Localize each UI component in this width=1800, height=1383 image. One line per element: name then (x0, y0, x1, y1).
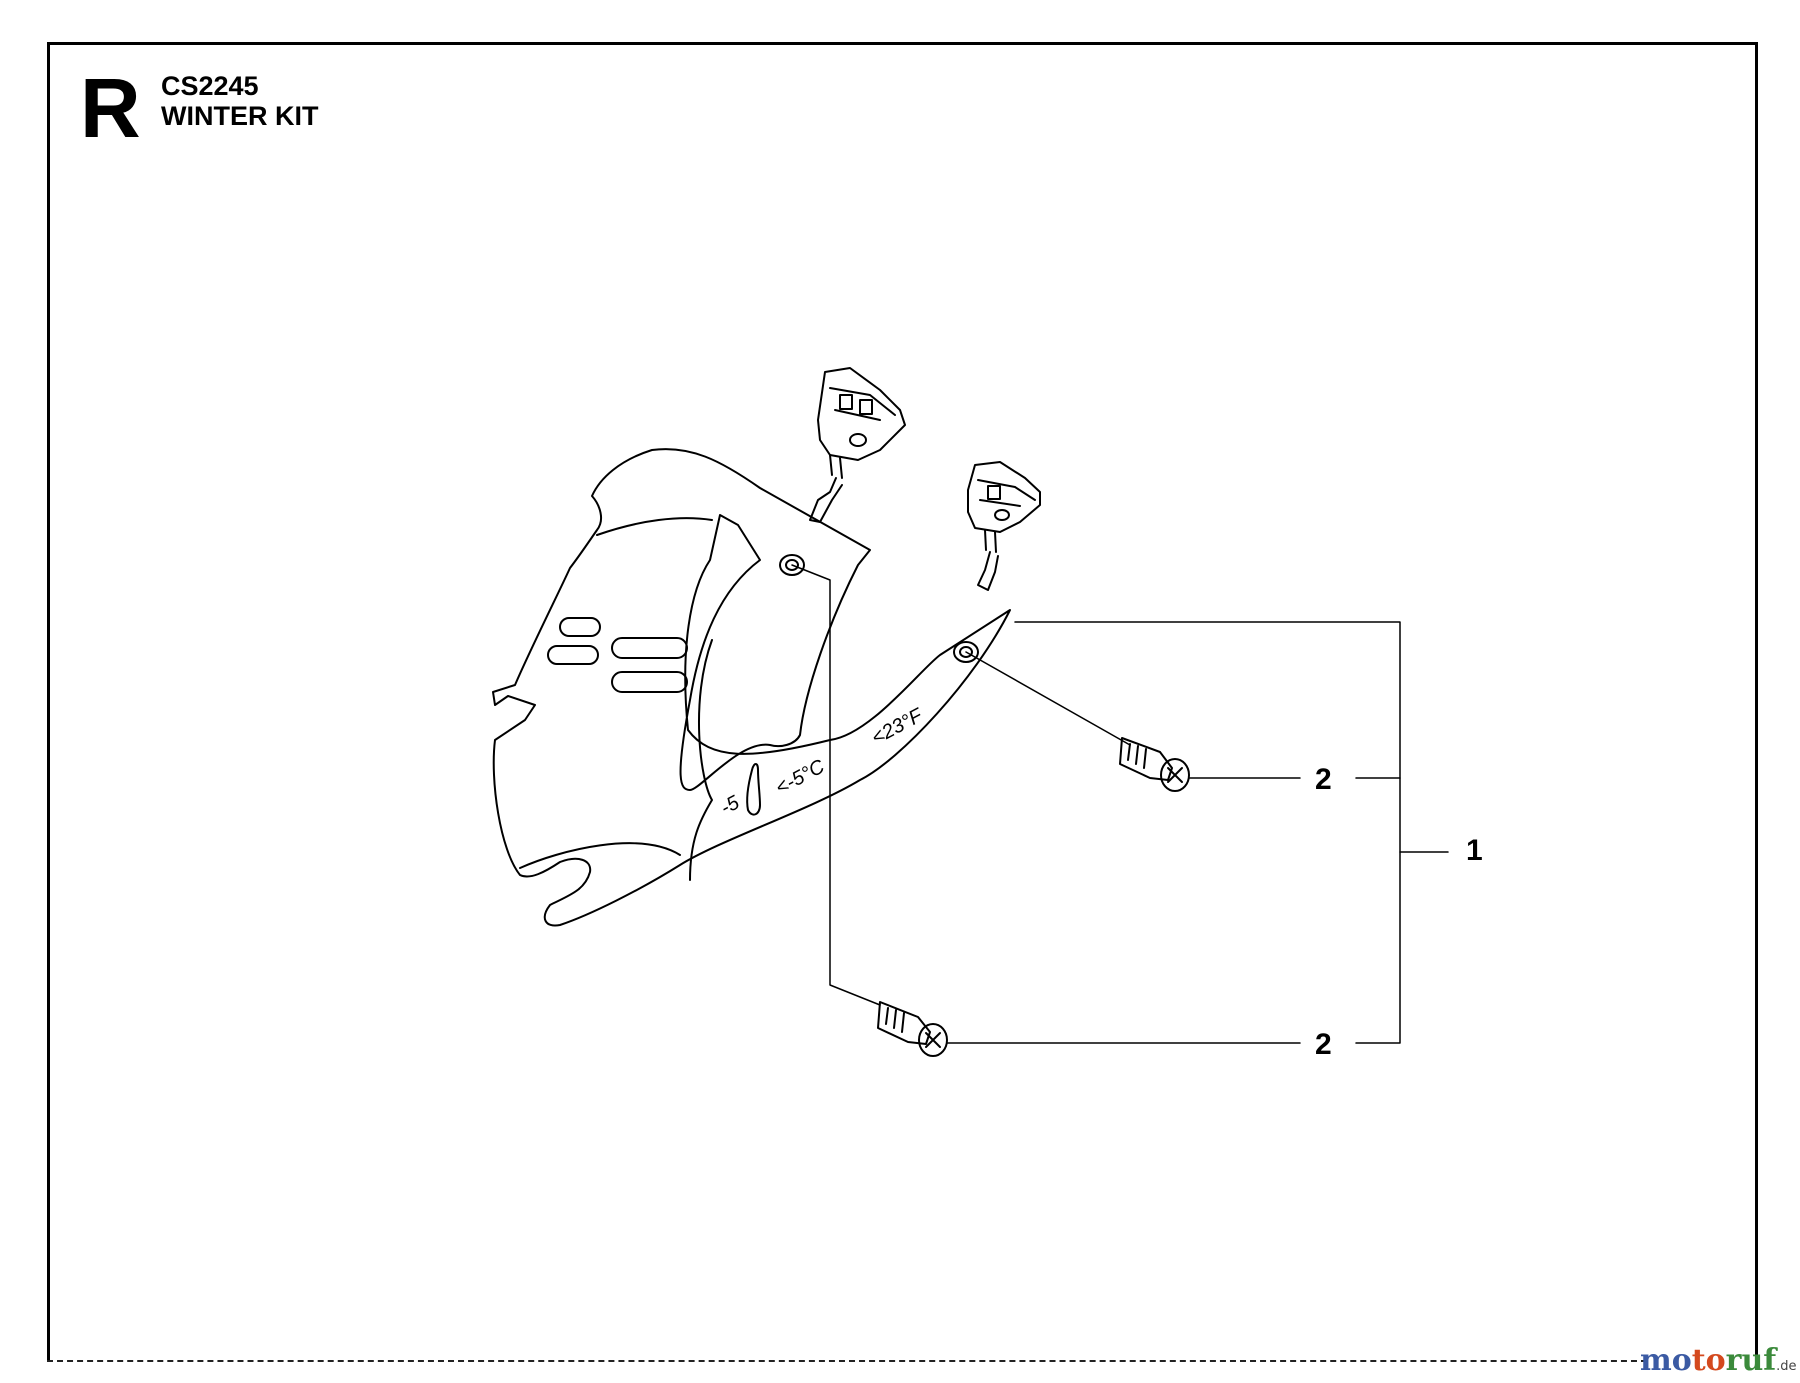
cover-lower-edge (519, 842, 681, 869)
screw-lower (877, 1001, 948, 1057)
cover-inner-contour (596, 517, 713, 536)
vent-slot (559, 617, 601, 637)
left-plug (817, 367, 906, 479)
watermark-part: to (1691, 1343, 1726, 1378)
leader-screw-lower-to-hole (791, 564, 881, 1006)
right-plug (967, 461, 1041, 553)
vent-slot (611, 637, 688, 659)
marking-middle: <-5°C (772, 755, 829, 799)
watermark-part: ruf (1725, 1343, 1777, 1378)
model-name: CS2245 (161, 71, 259, 101)
vent-slot (547, 645, 599, 665)
screw-upper (1119, 737, 1190, 792)
section-letter: R (80, 61, 141, 155)
mounting-hole-upper (779, 554, 805, 576)
bottom-dashed-border (47, 1360, 1647, 1362)
right-plug-tether (977, 551, 999, 591)
watermark-suffix: .de (1776, 1359, 1797, 1374)
leader-screw-upper-to-hole (965, 651, 1131, 746)
diagram-title: WINTER KIT (161, 101, 319, 131)
cover-bottom-contour (689, 639, 713, 881)
marking-right: <23°F (868, 704, 928, 750)
callout-screw-lower: 2 (1315, 1028, 1332, 1061)
page-frame (47, 42, 1758, 1362)
marking-left: -5 (717, 791, 744, 819)
left-plug-tether (809, 477, 843, 523)
thermometer-icon (746, 763, 761, 816)
mounting-hole-lower (953, 641, 979, 663)
watermark-part: mo (1640, 1343, 1692, 1378)
vent-slot (611, 671, 688, 693)
callout-screw-upper: 2 (1315, 763, 1332, 796)
leader-kit-bracket (1014, 621, 1401, 1044)
watermark-logo: motoruf.de (1640, 1346, 1797, 1382)
callout-kit: 1 (1466, 834, 1483, 867)
winter-cover-plate (492, 448, 1011, 927)
leader-lines (791, 564, 1449, 1044)
